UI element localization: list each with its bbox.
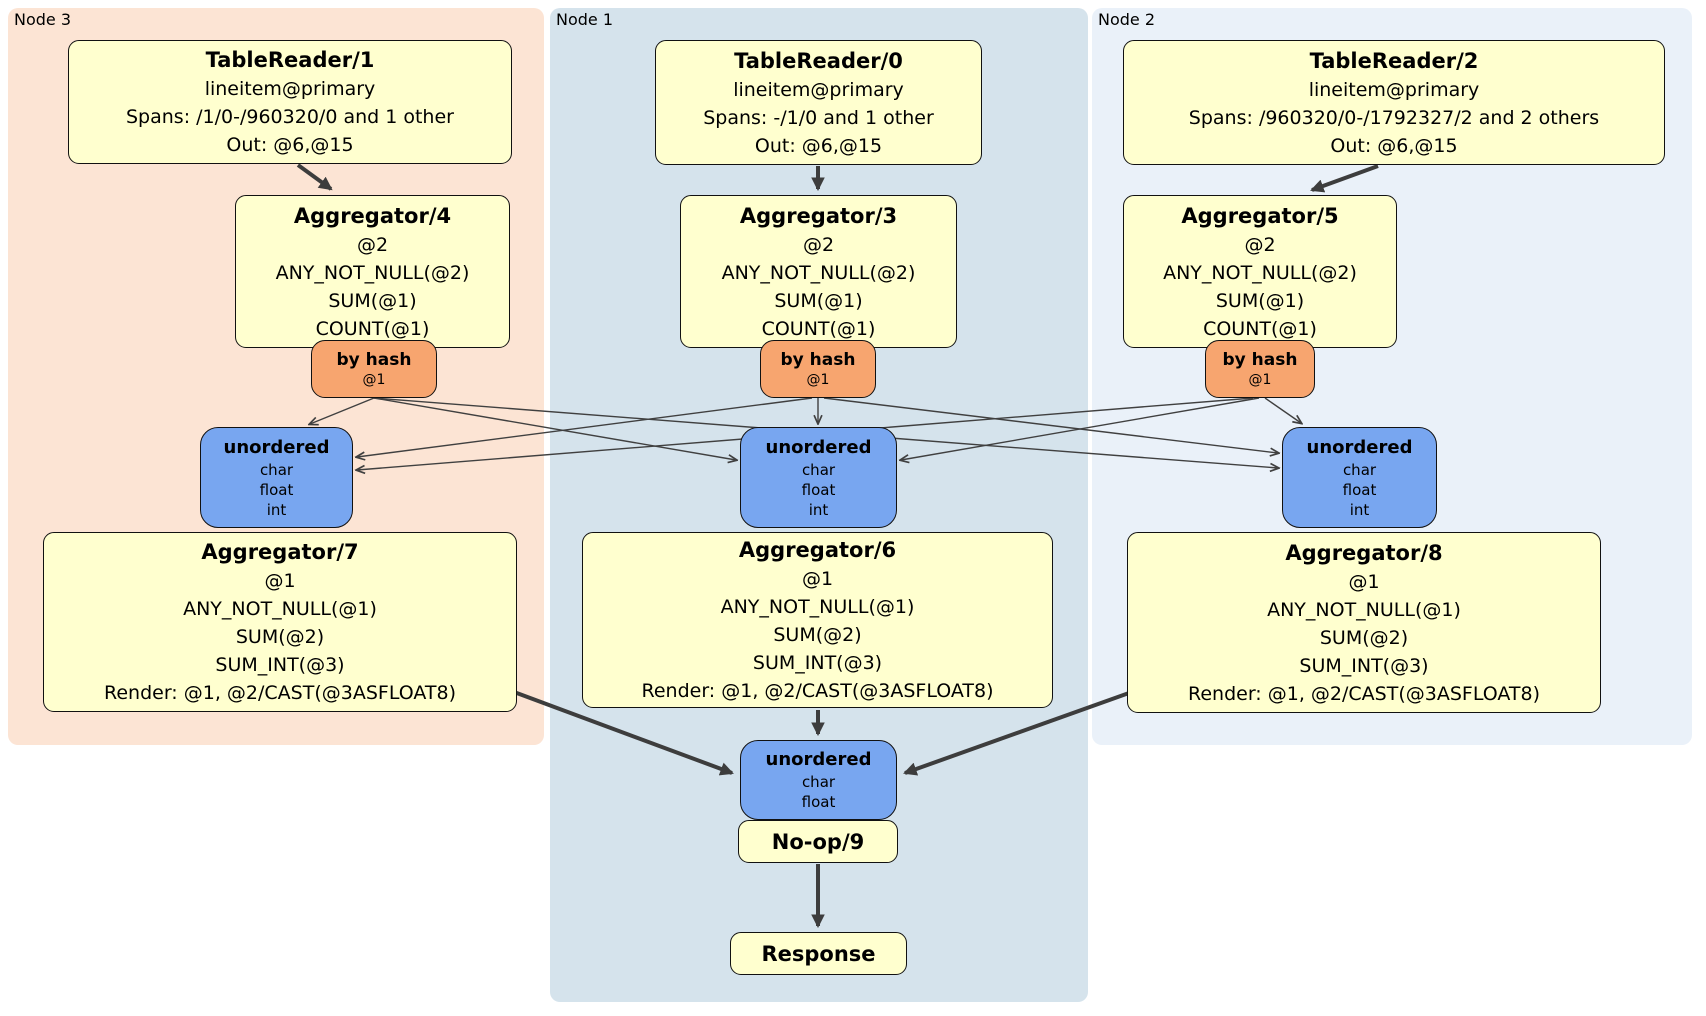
node-spans: Spans: /1/0-/960320/0 and 1 other xyxy=(126,106,454,128)
sync-type: char xyxy=(259,460,294,479)
node-groupcols: @1 xyxy=(264,570,296,592)
sync-type: char xyxy=(801,460,836,479)
node-agg-fn: SUM_INT(@3) xyxy=(215,654,345,676)
node-agg-fn: COUNT(@1) xyxy=(315,317,430,340)
node-render: Render: @1, @2/CAST(@3ASFLOAT8) xyxy=(641,680,994,702)
sync-type: float xyxy=(801,793,836,811)
router-cols: @1 xyxy=(1248,371,1272,388)
node-groupcols: @2 xyxy=(356,233,389,256)
unordered-sync-node3: unordered char float int xyxy=(200,427,353,528)
node-agg-fn: ANY_NOT_NULL(@2) xyxy=(721,261,916,284)
sync-type: int xyxy=(266,500,287,519)
node-groupcols: @1 xyxy=(1348,570,1380,593)
sync-type: float xyxy=(259,480,294,499)
node-render: Render: @1, @2/CAST(@3ASFLOAT8) xyxy=(1188,682,1540,705)
router-cols: @1 xyxy=(362,371,386,388)
node-out: Out: @6,@15 xyxy=(754,134,883,157)
sync-type: int xyxy=(808,500,829,519)
unordered-sync-node1: unordered char float int xyxy=(740,427,897,528)
node-render: Render: @1, @2/CAST(@3ASFLOAT8) xyxy=(104,682,456,704)
unordered-sync-final: unordered char float xyxy=(740,740,897,820)
node-agg-fn: COUNT(@1) xyxy=(1203,317,1317,340)
tablereader-1-node: TableReader/1 lineitem@primary Spans: /1… xyxy=(68,40,512,164)
sync-title: unordered xyxy=(765,749,872,770)
no-op-9-node: No-op/9 xyxy=(738,820,898,863)
node-agg-fn: SUM_INT(@3) xyxy=(752,652,883,674)
aggregator-7-node: Aggregator/7 @1 ANY_NOT_NULL(@1) SUM(@2)… xyxy=(43,532,517,712)
sync-title: unordered xyxy=(223,436,330,458)
router-title: by hash xyxy=(336,349,412,370)
node-out: Out: @6,@15 xyxy=(1330,134,1458,157)
sync-type: float xyxy=(1342,480,1377,499)
node-title: Aggregator/7 xyxy=(201,540,359,564)
node-index: lineitem@primary xyxy=(1308,78,1480,101)
node-index: lineitem@primary xyxy=(733,78,904,101)
sync-type: char xyxy=(1342,460,1377,479)
node-title: Aggregator/6 xyxy=(738,538,897,562)
aggregator-4-node: Aggregator/4 @2 ANY_NOT_NULL(@2) SUM(@1)… xyxy=(235,195,510,348)
node1-label: Node 1 xyxy=(556,10,614,29)
node-title: TableReader/1 xyxy=(205,48,375,72)
node-agg-fn: ANY_NOT_NULL(@2) xyxy=(1163,261,1357,284)
node-title: Aggregator/8 xyxy=(1285,540,1443,565)
router-title: by hash xyxy=(1222,349,1298,370)
node-out: Out: @6,@15 xyxy=(226,134,354,156)
node-agg-fn: SUM_INT(@3) xyxy=(1299,654,1429,677)
node-agg-fn: SUM(@1) xyxy=(328,289,417,312)
node-groupcols: @1 xyxy=(801,568,834,590)
node-agg-fn: SUM(@1) xyxy=(1215,289,1305,312)
node-agg-fn: ANY_NOT_NULL(@1) xyxy=(1267,598,1461,621)
sync-type: int xyxy=(1349,500,1370,519)
node-title: Response xyxy=(761,941,876,966)
router-title: by hash xyxy=(780,349,856,370)
node-groupcols: @2 xyxy=(802,233,835,256)
router-cols: @1 xyxy=(806,371,830,388)
node-title: TableReader/2 xyxy=(1309,48,1479,73)
node-agg-fn: SUM(@2) xyxy=(1319,626,1409,649)
node-title: Aggregator/3 xyxy=(739,203,898,228)
node-agg-fn: COUNT(@1) xyxy=(761,317,876,340)
node-title: Aggregator/4 xyxy=(293,203,452,228)
unordered-sync-node2: unordered char float int xyxy=(1282,427,1437,528)
node2-label: Node 2 xyxy=(1098,10,1156,29)
node-title: TableReader/0 xyxy=(734,48,903,73)
by-hash-router-node2: by hash @1 xyxy=(1205,340,1315,398)
node-agg-fn: SUM(@1) xyxy=(774,289,863,312)
sync-type: float xyxy=(801,480,836,499)
node-agg-fn: SUM(@2) xyxy=(235,626,325,648)
node-agg-fn: ANY_NOT_NULL(@1) xyxy=(183,598,377,620)
aggregator-3-node: Aggregator/3 @2 ANY_NOT_NULL(@2) SUM(@1)… xyxy=(680,195,957,348)
node-agg-fn: SUM(@2) xyxy=(773,624,862,646)
sync-title: unordered xyxy=(765,436,872,458)
by-hash-router-node1: by hash @1 xyxy=(760,340,876,398)
sync-type: char xyxy=(801,773,836,791)
node-groupcols: @2 xyxy=(1244,233,1276,256)
aggregator-6-node: Aggregator/6 @1 ANY_NOT_NULL(@1) SUM(@2)… xyxy=(582,532,1053,708)
aggregator-8-node: Aggregator/8 @1 ANY_NOT_NULL(@1) SUM(@2)… xyxy=(1127,532,1601,713)
sync-title: unordered xyxy=(1306,436,1413,458)
node3-label: Node 3 xyxy=(14,10,72,29)
node-title: No-op/9 xyxy=(771,829,865,854)
aggregator-5-node: Aggregator/5 @2 ANY_NOT_NULL(@2) SUM(@1)… xyxy=(1123,195,1397,348)
node-title: Aggregator/5 xyxy=(1181,203,1339,228)
node-agg-fn: ANY_NOT_NULL(@2) xyxy=(275,261,470,284)
node-index: lineitem@primary xyxy=(204,78,376,100)
by-hash-router-node3: by hash @1 xyxy=(311,340,437,398)
tablereader-0-node: TableReader/0 lineitem@primary Spans: -/… xyxy=(655,40,982,165)
tablereader-2-node: TableReader/2 lineitem@primary Spans: /9… xyxy=(1123,40,1665,165)
response-node: Response xyxy=(730,932,907,975)
node-agg-fn: ANY_NOT_NULL(@1) xyxy=(720,596,915,618)
node-spans: Spans: -/1/0 and 1 other xyxy=(703,106,934,129)
node-spans: Spans: /960320/0-/1792327/2 and 2 others xyxy=(1188,106,1600,129)
